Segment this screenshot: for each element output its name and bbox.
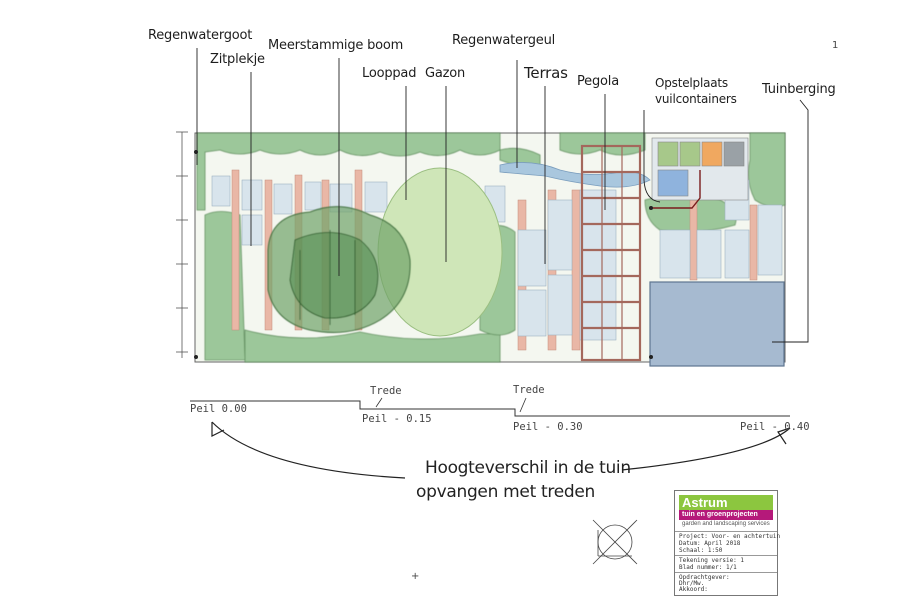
peil-3: Peil - 0.40 (740, 421, 810, 433)
peil-1: Peil - 0.15 (362, 413, 432, 425)
company-logo: Astrum tuin en groenprojecten garden and… (679, 495, 773, 529)
peil-2: Peil - 0.30 (513, 421, 583, 433)
label-terras: Terras (524, 64, 568, 82)
label-meerstammige-boom: Meerstammige boom (268, 38, 404, 53)
divider (675, 531, 777, 532)
caption-line2: opvangen met treden (416, 482, 596, 502)
level-profile (190, 397, 790, 417)
tb-akkoord: Akkoord: (679, 586, 708, 593)
label-gazon: Gazon (425, 66, 466, 81)
trede-2: Trede (513, 384, 545, 396)
label-opstelplaats: Opstelplaats (655, 76, 728, 90)
tb-schaal: Schaal: 1:50 (679, 547, 723, 554)
logo-name: Astrum (679, 495, 773, 510)
caption-line1: Hoogteverschil in de tuin (425, 458, 631, 478)
container-fence (652, 170, 701, 209)
label-looppad: Looppad (362, 66, 417, 81)
tick-mark: 1 (832, 40, 839, 51)
divider (675, 555, 777, 556)
vertical-ruler (176, 131, 188, 358)
tb-datum: Datum: April 2018 (679, 540, 741, 547)
tb-blad: Blad nummer: 1/1 (679, 564, 737, 571)
logo-subtitle: tuin en groenprojecten (679, 510, 773, 520)
tb-dhr-mw: Dhr/Mw. (679, 580, 705, 587)
divider (675, 572, 777, 573)
container-area (651, 137, 749, 201)
trede-1: Trede (370, 385, 402, 397)
logo-tagline: garden and landscaping services (682, 521, 770, 527)
leader-lines (196, 48, 809, 343)
pergola (580, 144, 642, 362)
tb-versie: Tekening versie: 1 (679, 557, 745, 564)
north-arrow (592, 519, 638, 565)
label-vuilcontainers: vuilcontainers (655, 92, 737, 106)
plus-mark: + (411, 571, 420, 582)
tb-opdrachtgever: Opdrachtgever: (679, 574, 730, 581)
label-zitplekje: Zitplekje (210, 52, 265, 67)
garden-shed (649, 281, 785, 367)
height-arrow (211, 421, 791, 479)
label-tuinberging: Tuinberging (762, 82, 836, 97)
label-regenwatergoot: Regenwatergoot (148, 28, 253, 43)
peil-0: Peil 0.00 (190, 403, 247, 415)
label-pegola: Pegola (577, 74, 619, 89)
label-regenwatergeul: Regenwatergeul (452, 33, 556, 48)
title-block: Astrum tuin en groenprojecten garden and… (674, 490, 781, 596)
tb-project: Project: Voor- en achtertuin (679, 533, 781, 540)
